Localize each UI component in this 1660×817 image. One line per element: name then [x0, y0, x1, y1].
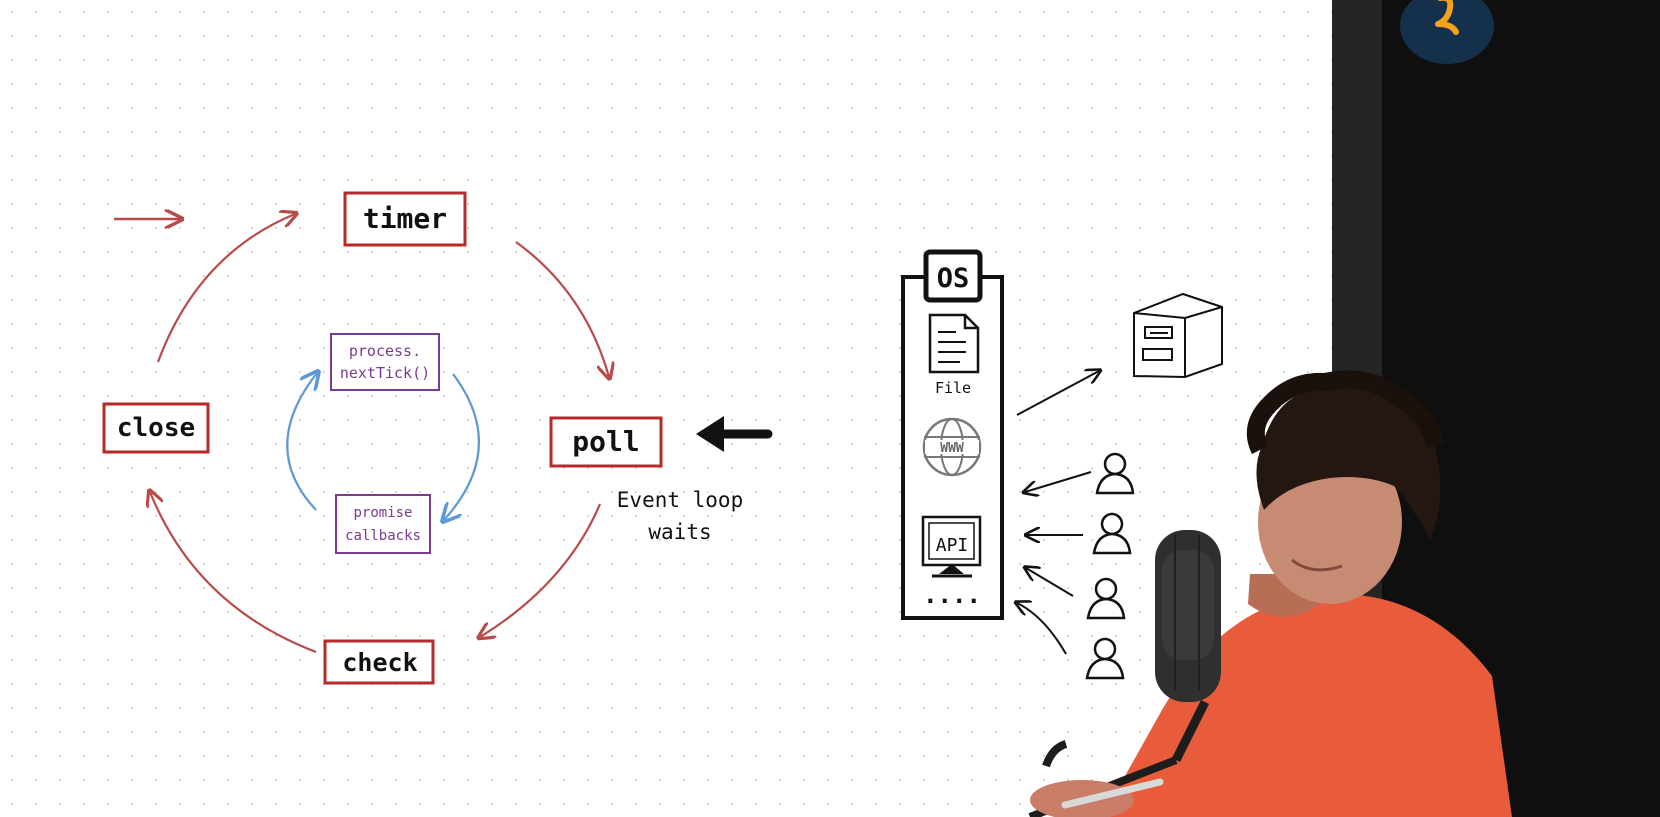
nexttick-line1: process.	[349, 342, 421, 360]
server-icon	[1133, 292, 1223, 379]
whiteboard-canvas	[0, 0, 1332, 817]
check-to-close-arrow	[150, 492, 317, 654]
poll-note-line2: waits	[648, 520, 711, 544]
poll-label: poll	[572, 425, 639, 458]
os-column: OS File WWW API ....	[901, 249, 1004, 620]
presenter-video	[1028, 370, 1512, 817]
phase-check: check	[323, 639, 435, 685]
poll-note-line1: Event loop	[617, 488, 743, 512]
api-label: API	[936, 535, 969, 556]
user-icon-3	[1086, 577, 1126, 620]
user-icon-1	[1095, 452, 1135, 495]
file-label: File	[935, 379, 971, 397]
channel-logo	[1400, 0, 1494, 64]
user-icon-4	[1085, 637, 1125, 680]
user-4-arrow	[1017, 603, 1067, 655]
promise-line2: callbacks	[345, 528, 421, 544]
microtask-nexttick: process. nextTick()	[330, 333, 440, 391]
check-label: check	[342, 648, 417, 677]
web-label: WWW	[940, 441, 964, 456]
phase-timer: timer	[343, 191, 467, 247]
poll-note: Event loop waits	[617, 488, 743, 544]
user-1-arrow	[1025, 471, 1092, 492]
os-to-server-arrow	[1016, 371, 1099, 416]
user-icon-2	[1092, 512, 1132, 555]
globe-icon	[922, 417, 982, 477]
phase-close: close	[102, 402, 210, 454]
poll-to-check-arrow	[480, 503, 602, 637]
close-label: close	[117, 413, 195, 443]
promise-line1: promise	[353, 505, 412, 521]
more-label: ....	[923, 581, 981, 609]
phase-poll: poll	[549, 416, 663, 468]
user-3-arrow	[1026, 568, 1074, 597]
timer-label: timer	[363, 202, 447, 235]
nexttick-to-promise-arrow	[444, 373, 480, 520]
timer-to-poll-arrow	[515, 241, 609, 377]
poll-incoming-arrow	[696, 416, 773, 452]
file-icon	[928, 313, 980, 374]
logo-mark-icon	[1435, 0, 1459, 35]
nexttick-line2: nextTick()	[340, 364, 430, 382]
close-to-timer-arrow	[156, 214, 295, 363]
promise-to-nexttick-arrow	[286, 373, 317, 511]
os-title: OS	[937, 263, 970, 294]
api-monitor-icon	[921, 515, 982, 578]
microtask-promise: promise callbacks	[335, 494, 431, 554]
